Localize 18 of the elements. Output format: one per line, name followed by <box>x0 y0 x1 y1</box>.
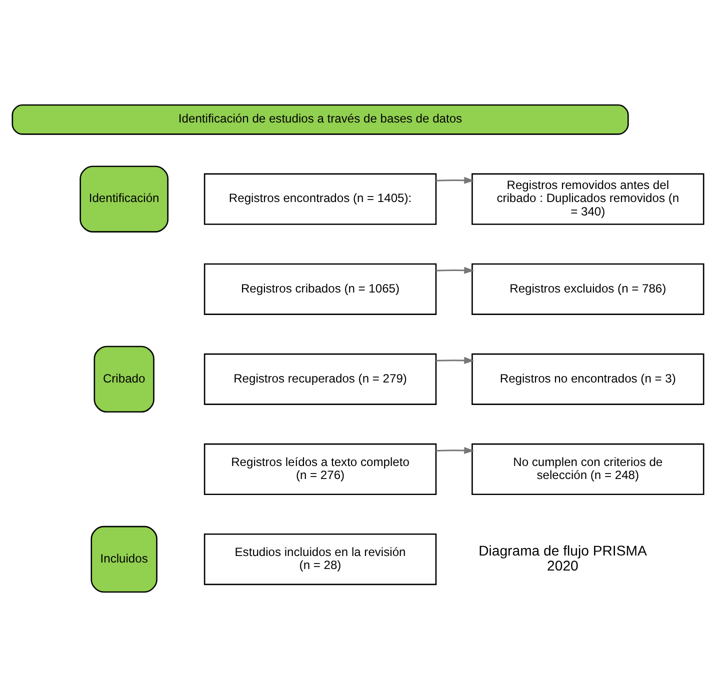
node-box: Registros cribados (n = 1065) <box>204 263 437 315</box>
node-box: Estudios incluidos en la revisión (n = 28) <box>204 533 437 586</box>
arrow <box>436 266 474 274</box>
node-box: No cumplen con criterios de selección (n = 248) <box>472 443 704 496</box>
node-box: Registros removidos antes del cribado : Duplicados removidos (n = 340) <box>472 173 704 225</box>
node-box: Registros encontrados (n = 1405): <box>204 173 437 225</box>
node-box: Registros recuperados (n = 279) <box>204 353 437 405</box>
node-box: Incluidos <box>90 526 158 593</box>
arrow <box>436 176 474 184</box>
node-box: Registros no encontrados (n = 3) <box>472 353 704 405</box>
node-box: Registros leídos a texto completo (n = 276) <box>204 443 437 496</box>
node-box: Identificación <box>80 166 168 232</box>
node-box: Identificación de estudios a través de bases de datos <box>12 104 629 135</box>
node-box: Registros excluidos (n = 786) <box>472 263 704 315</box>
arrow <box>436 446 474 454</box>
node-box: Cribado <box>94 346 154 413</box>
arrow <box>436 356 474 364</box>
label: Diagrama de flujo PRISMA 2020 <box>478 542 647 574</box>
